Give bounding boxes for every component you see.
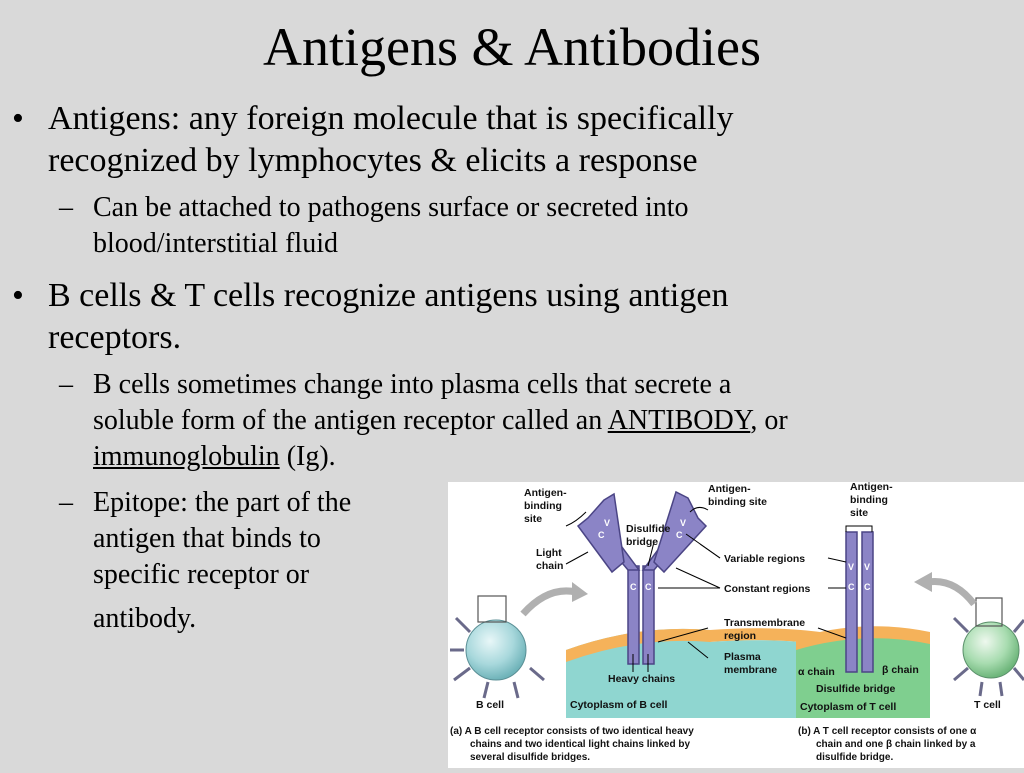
bullet-line: recognized by lymphocytes & elicits a re… [48, 142, 698, 179]
transmembrane-region-label: Transmembrane [724, 617, 805, 629]
bullet-line: B cells & T cells recognize antigens usi… [48, 277, 729, 314]
alpha-chain [845, 531, 858, 673]
arrow-to-t-receptor [927, 577, 977, 607]
immunoglobulin-term: immunoglobulin [93, 441, 280, 472]
heavy-chains-label: Heavy chains [608, 673, 675, 685]
t-cell-label: T cell [974, 699, 1001, 711]
sub-bullet-line: immunoglobulin (Ig). [93, 439, 788, 475]
plasma-membrane-label: Plasma [724, 651, 761, 663]
antigen-binding-site-label: Antigen- [850, 482, 893, 493]
cytoplasm-t-label: Cytoplasm of T cell [800, 701, 896, 713]
sub-bullet-line: blood/interstitial fluid [93, 228, 338, 259]
light-chain-label: chain [536, 560, 563, 572]
caption-a-line: (a) A B cell receptor consists of two id… [450, 726, 694, 737]
disulfide-bridge-t-label: Disulfide bridge [816, 683, 896, 695]
sub-bullet-line: antigen that binds to [93, 523, 321, 554]
domain-c-label: C [645, 582, 652, 592]
caption-b-line: chain and one β chain linked by a [816, 739, 976, 750]
domain-c-label: C [848, 582, 855, 592]
antigen-binding-site-label: Antigen- [524, 487, 567, 499]
sub-bullet-line: Can be attached to pathogens surface or … [93, 192, 689, 223]
t-domain-letters: V V C C [848, 562, 871, 592]
bullet-line: receptors. [48, 319, 182, 356]
light-chain-left [576, 492, 625, 574]
sub-bullet-line: B cells sometimes change into plasma cel… [93, 369, 732, 400]
sub-bullet-line: Epitope: the part of the [93, 487, 352, 518]
antibody-term: ANTIBODY [607, 405, 751, 436]
arrow-to-b-receptor [520, 587, 577, 617]
antigen-binding-site-label: site [524, 513, 542, 525]
sub-bullet-epitope: – Epitope: the part of the antigen that … [59, 485, 352, 637]
sub-bullet-line: soluble form of the antigen receptor cal… [93, 403, 788, 439]
bullet-symbol: • [12, 277, 24, 314]
bullet-b-t-cells: • B cells & T cells recognize antigens u… [12, 275, 729, 359]
heavy-chain-right [642, 565, 655, 665]
bullet-symbol: • [12, 100, 24, 137]
light-chain-label: Light [536, 547, 562, 559]
domain-c-label: C [864, 582, 871, 592]
domain-c-label: C [676, 530, 683, 540]
b-cell-label: B cell [476, 699, 504, 711]
b-domain-letters: C V C V C C [598, 518, 686, 592]
sub-bullet-attached: – Can be attached to pathogens surface o… [59, 190, 689, 262]
antigen-binding-site-label: site [850, 507, 868, 519]
domain-v-label: V [864, 562, 870, 572]
dash-symbol: – [59, 369, 73, 400]
t-cell-icon [952, 597, 1024, 697]
disulfide-bridge-label: Disulfide [626, 523, 670, 535]
domain-v-label: V [680, 518, 686, 528]
sub-bullet-plasma-cells: – B cells sometimes change into plasma c… [59, 367, 788, 475]
bullet-antigens: • Antigens: any foreign molecule that is… [12, 98, 734, 182]
variable-regions-label: Variable regions [724, 553, 805, 565]
disulfide-bridge-label: bridge [626, 536, 658, 548]
receptor-diagram: C V C V C C V V C C [450, 481, 1024, 763]
cytoplasm-b-area [566, 628, 710, 718]
antigen-binding-site-label: binding [524, 500, 562, 512]
cytoplasm-b-label: Cytoplasm of B cell [570, 699, 668, 711]
domain-c-label: C [598, 530, 605, 540]
t-cell-receptor [845, 531, 874, 673]
cytoplasm-t-area [796, 635, 930, 718]
caption-b-line: (b) A T cell receptor consists of one α [798, 726, 977, 737]
sub-bullet-line: antibody. [93, 603, 197, 634]
domain-v-label: V [604, 518, 610, 528]
beta-chain [861, 531, 874, 673]
dash-symbol: – [59, 192, 73, 223]
figure-captions: (a) A B cell receptor consists of two id… [450, 726, 977, 763]
beta-chain-label: β chain [882, 664, 919, 676]
domain-c-label: C [630, 582, 637, 592]
arrow-head-right [914, 572, 932, 592]
text-span: , or [750, 405, 788, 436]
sub-bullet-line: specific receptor or [93, 559, 310, 590]
constant-regions-label: Constant regions [724, 583, 810, 595]
heavy-chain-left [627, 565, 640, 665]
domain-v-label: V [848, 562, 854, 572]
antigen-binding-site-label: binding site [708, 496, 767, 508]
receptor-figure: C V C V C C V V C C [448, 481, 1024, 768]
text-span: (Ig). [279, 441, 336, 472]
b-cell-receptor [576, 490, 708, 665]
leader-lines [565, 506, 873, 672]
alpha-chain-label: α chain [798, 666, 835, 678]
arrow-head-left [572, 582, 588, 602]
light-chain-right [653, 490, 708, 574]
dash-symbol: – [59, 487, 73, 518]
transmembrane-region-label: region [724, 630, 756, 642]
caption-a-line: chains and two identical light chains li… [470, 739, 690, 750]
slide-title: Antigens & Antibodies [263, 17, 761, 77]
figure-labels: Antigen- binding site Antigen- binding s… [476, 481, 1001, 713]
text-span: soluble form of the antigen receptor cal… [93, 405, 608, 436]
caption-a-line: several disulfide bridges. [470, 752, 590, 763]
caption-b-line: disulfide bridge. [816, 752, 893, 763]
b-cell-icon [450, 595, 545, 699]
antigen-binding-site-label: Antigen- [708, 483, 751, 495]
antigen-binding-site-label: binding [850, 494, 888, 506]
bullet-line: Antigens: any foreign molecule that is s… [48, 100, 734, 137]
plasma-membrane-label: membrane [724, 664, 777, 676]
